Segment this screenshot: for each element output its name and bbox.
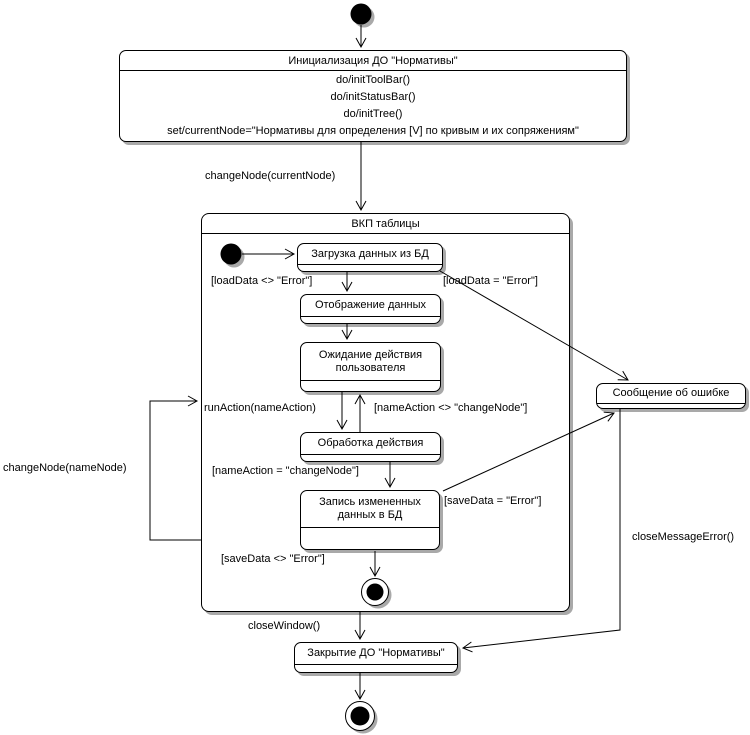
final-node-bottom [345, 701, 378, 734]
state-title: Запись измененных данных в БД [319, 496, 421, 521]
transition-label-close-message-error: closeMessageError() [632, 531, 735, 543]
transition-label-change-node-name: changeNode(nameNode) [3, 462, 127, 474]
state-wait-user-action: Ожидание действия пользователя [300, 342, 441, 392]
guard-label-load-error: [loadData = "Error"] [443, 275, 538, 287]
state-compartment-divider [298, 264, 442, 271]
state-display-data: Отображение данных [300, 294, 441, 324]
state-compartment-divider [301, 380, 440, 391]
state-action: do/initTree() [343, 108, 403, 120]
state-error-message: Сообщение об ошибке [596, 383, 746, 409]
state-process-action: Обработка действия [300, 432, 441, 462]
transition-label-run-action: runAction(nameAction) [204, 402, 316, 414]
guard-label-save-error: [saveData = "Error"] [444, 495, 542, 507]
state-load-data: Загрузка данных из БД [297, 243, 443, 272]
state-close-normativy: Закрытие ДО "Нормативы" [294, 642, 458, 673]
state-action: do/initToolBar() [336, 74, 410, 86]
guard-label-save-ok: [saveData <> "Error"] [221, 553, 325, 565]
state-title: Сообщение об ошибке [612, 387, 730, 399]
guard-label-load-ok: [loadData <> "Error"] [211, 275, 313, 287]
transition-vkp-self-loop [149, 395, 201, 541]
state-title: Ожидание действия пользователя [318, 348, 423, 374]
state-compartment-divider [301, 316, 440, 323]
state-title: ВКП таблицы [202, 214, 569, 234]
state-title: Отображение данных [314, 299, 427, 311]
state-actions: do/initToolBar() do/initStatusBar() do/i… [120, 71, 626, 140]
state-init-normativy: Инициализация ДО "Нормативы" do/initTool… [119, 50, 627, 142]
state-compartment-divider [597, 403, 745, 408]
state-action: do/initStatusBar() [330, 91, 416, 103]
state-title: Закрытие ДО "Нормативы" [307, 647, 445, 659]
state-title: Инициализация ДО "Нормативы" [120, 51, 626, 71]
state-compartment-divider [301, 527, 439, 549]
initial-node-top [350, 3, 375, 28]
guard-label-action-change-node: [nameAction = "changeNode"] [212, 465, 359, 477]
transition-label-change-node-current: changeNode(currentNode) [205, 170, 336, 182]
state-title: Загрузка данных из БД [311, 247, 429, 260]
transition-label-close-window: closeWindow() [248, 620, 321, 632]
state-save-data: Запись измененных данных в БД [300, 490, 440, 550]
state-compartment-divider [301, 454, 440, 461]
guard-label-action-not-change-node: [nameAction <> "changeNode"] [374, 402, 528, 414]
state-title: Обработка действия [317, 437, 424, 449]
state-action: set/currentNode="Нормативы для определен… [167, 125, 579, 137]
state-compartment-divider [295, 664, 457, 672]
